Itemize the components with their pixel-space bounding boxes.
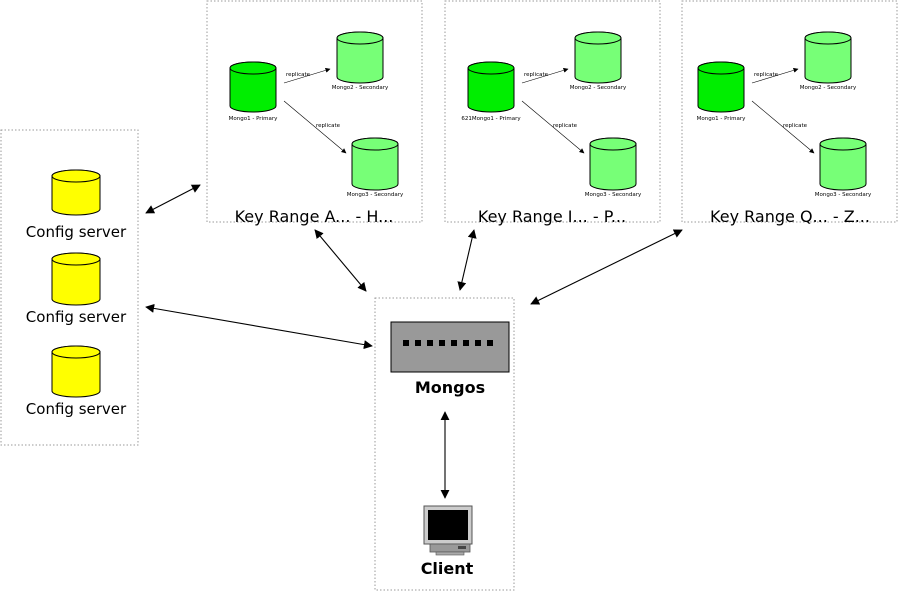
config-server-3[interactable]: Config server bbox=[26, 345, 127, 418]
shard-a-h: Mongo1 - Primary Mongo2 - Secondary Mong… bbox=[206, 0, 423, 226]
primary-label: 621Mongo1 - Primary bbox=[461, 116, 521, 122]
replicate-edge bbox=[751, 100, 815, 154]
router-label: Mongos bbox=[415, 378, 485, 397]
shard1-to-mongos-arrow bbox=[314, 229, 367, 292]
computer-monitor-icon bbox=[423, 505, 473, 556]
replicate-edge bbox=[521, 67, 569, 84]
client-label: Client bbox=[421, 559, 474, 578]
config-server-label: Config server bbox=[26, 308, 127, 326]
secondary-label: Mongo3 - Secondary bbox=[347, 192, 404, 198]
primary-label: Mongo1 - Primary bbox=[697, 116, 746, 122]
replicate-edge bbox=[751, 67, 799, 84]
edge-label: replicate bbox=[553, 123, 578, 129]
config-to-mongos-arrow bbox=[145, 303, 373, 350]
edge-label: replicate bbox=[286, 72, 311, 78]
config-server-group: Config server Config server Config serve… bbox=[0, 129, 139, 446]
edge-label: replicate bbox=[783, 123, 808, 129]
config-server-1[interactable]: Config server bbox=[26, 169, 127, 241]
primary-label: Mongo1 - Primary bbox=[229, 116, 278, 122]
shard2-to-mongos-arrow bbox=[457, 229, 477, 291]
replicate-edge bbox=[283, 100, 347, 154]
shard-title: Key Range I... - P... bbox=[478, 207, 626, 226]
client[interactable]: Client bbox=[421, 505, 474, 578]
shard-title: Key Range A... - H... bbox=[235, 207, 394, 226]
secondary-label: Mongo3 - Secondary bbox=[815, 192, 872, 198]
replicate-edge bbox=[283, 67, 331, 84]
config-to-shard-arrow bbox=[145, 184, 201, 214]
edge-label: replicate bbox=[316, 123, 341, 129]
secondary-label: Mongo2 - Secondary bbox=[332, 85, 389, 91]
network-switch-icon bbox=[390, 321, 510, 373]
shard-i-p: 621Mongo1 - Primary Mongo2 - Secondary M… bbox=[444, 0, 661, 226]
secondary-label: Mongo2 - Secondary bbox=[570, 85, 627, 91]
mongos-router[interactable]: Mongos bbox=[390, 321, 510, 397]
secondary-label: Mongo2 - Secondary bbox=[800, 85, 857, 91]
config-server-label: Config server bbox=[26, 223, 127, 241]
shard-title: Key Range Q... - Z... bbox=[710, 207, 870, 226]
secondary-label: Mongo3 - Secondary bbox=[585, 192, 642, 198]
edge-label: replicate bbox=[524, 72, 549, 78]
shard3-to-mongos-arrow bbox=[530, 229, 683, 305]
config-server-2[interactable]: Config server bbox=[26, 252, 127, 326]
replicate-edge bbox=[521, 100, 585, 154]
config-server-label: Config server bbox=[26, 400, 127, 418]
edge-label: replicate bbox=[754, 72, 779, 78]
shard-q-z: Mongo1 - Primary Mongo2 - Secondary Mong… bbox=[681, 0, 898, 226]
